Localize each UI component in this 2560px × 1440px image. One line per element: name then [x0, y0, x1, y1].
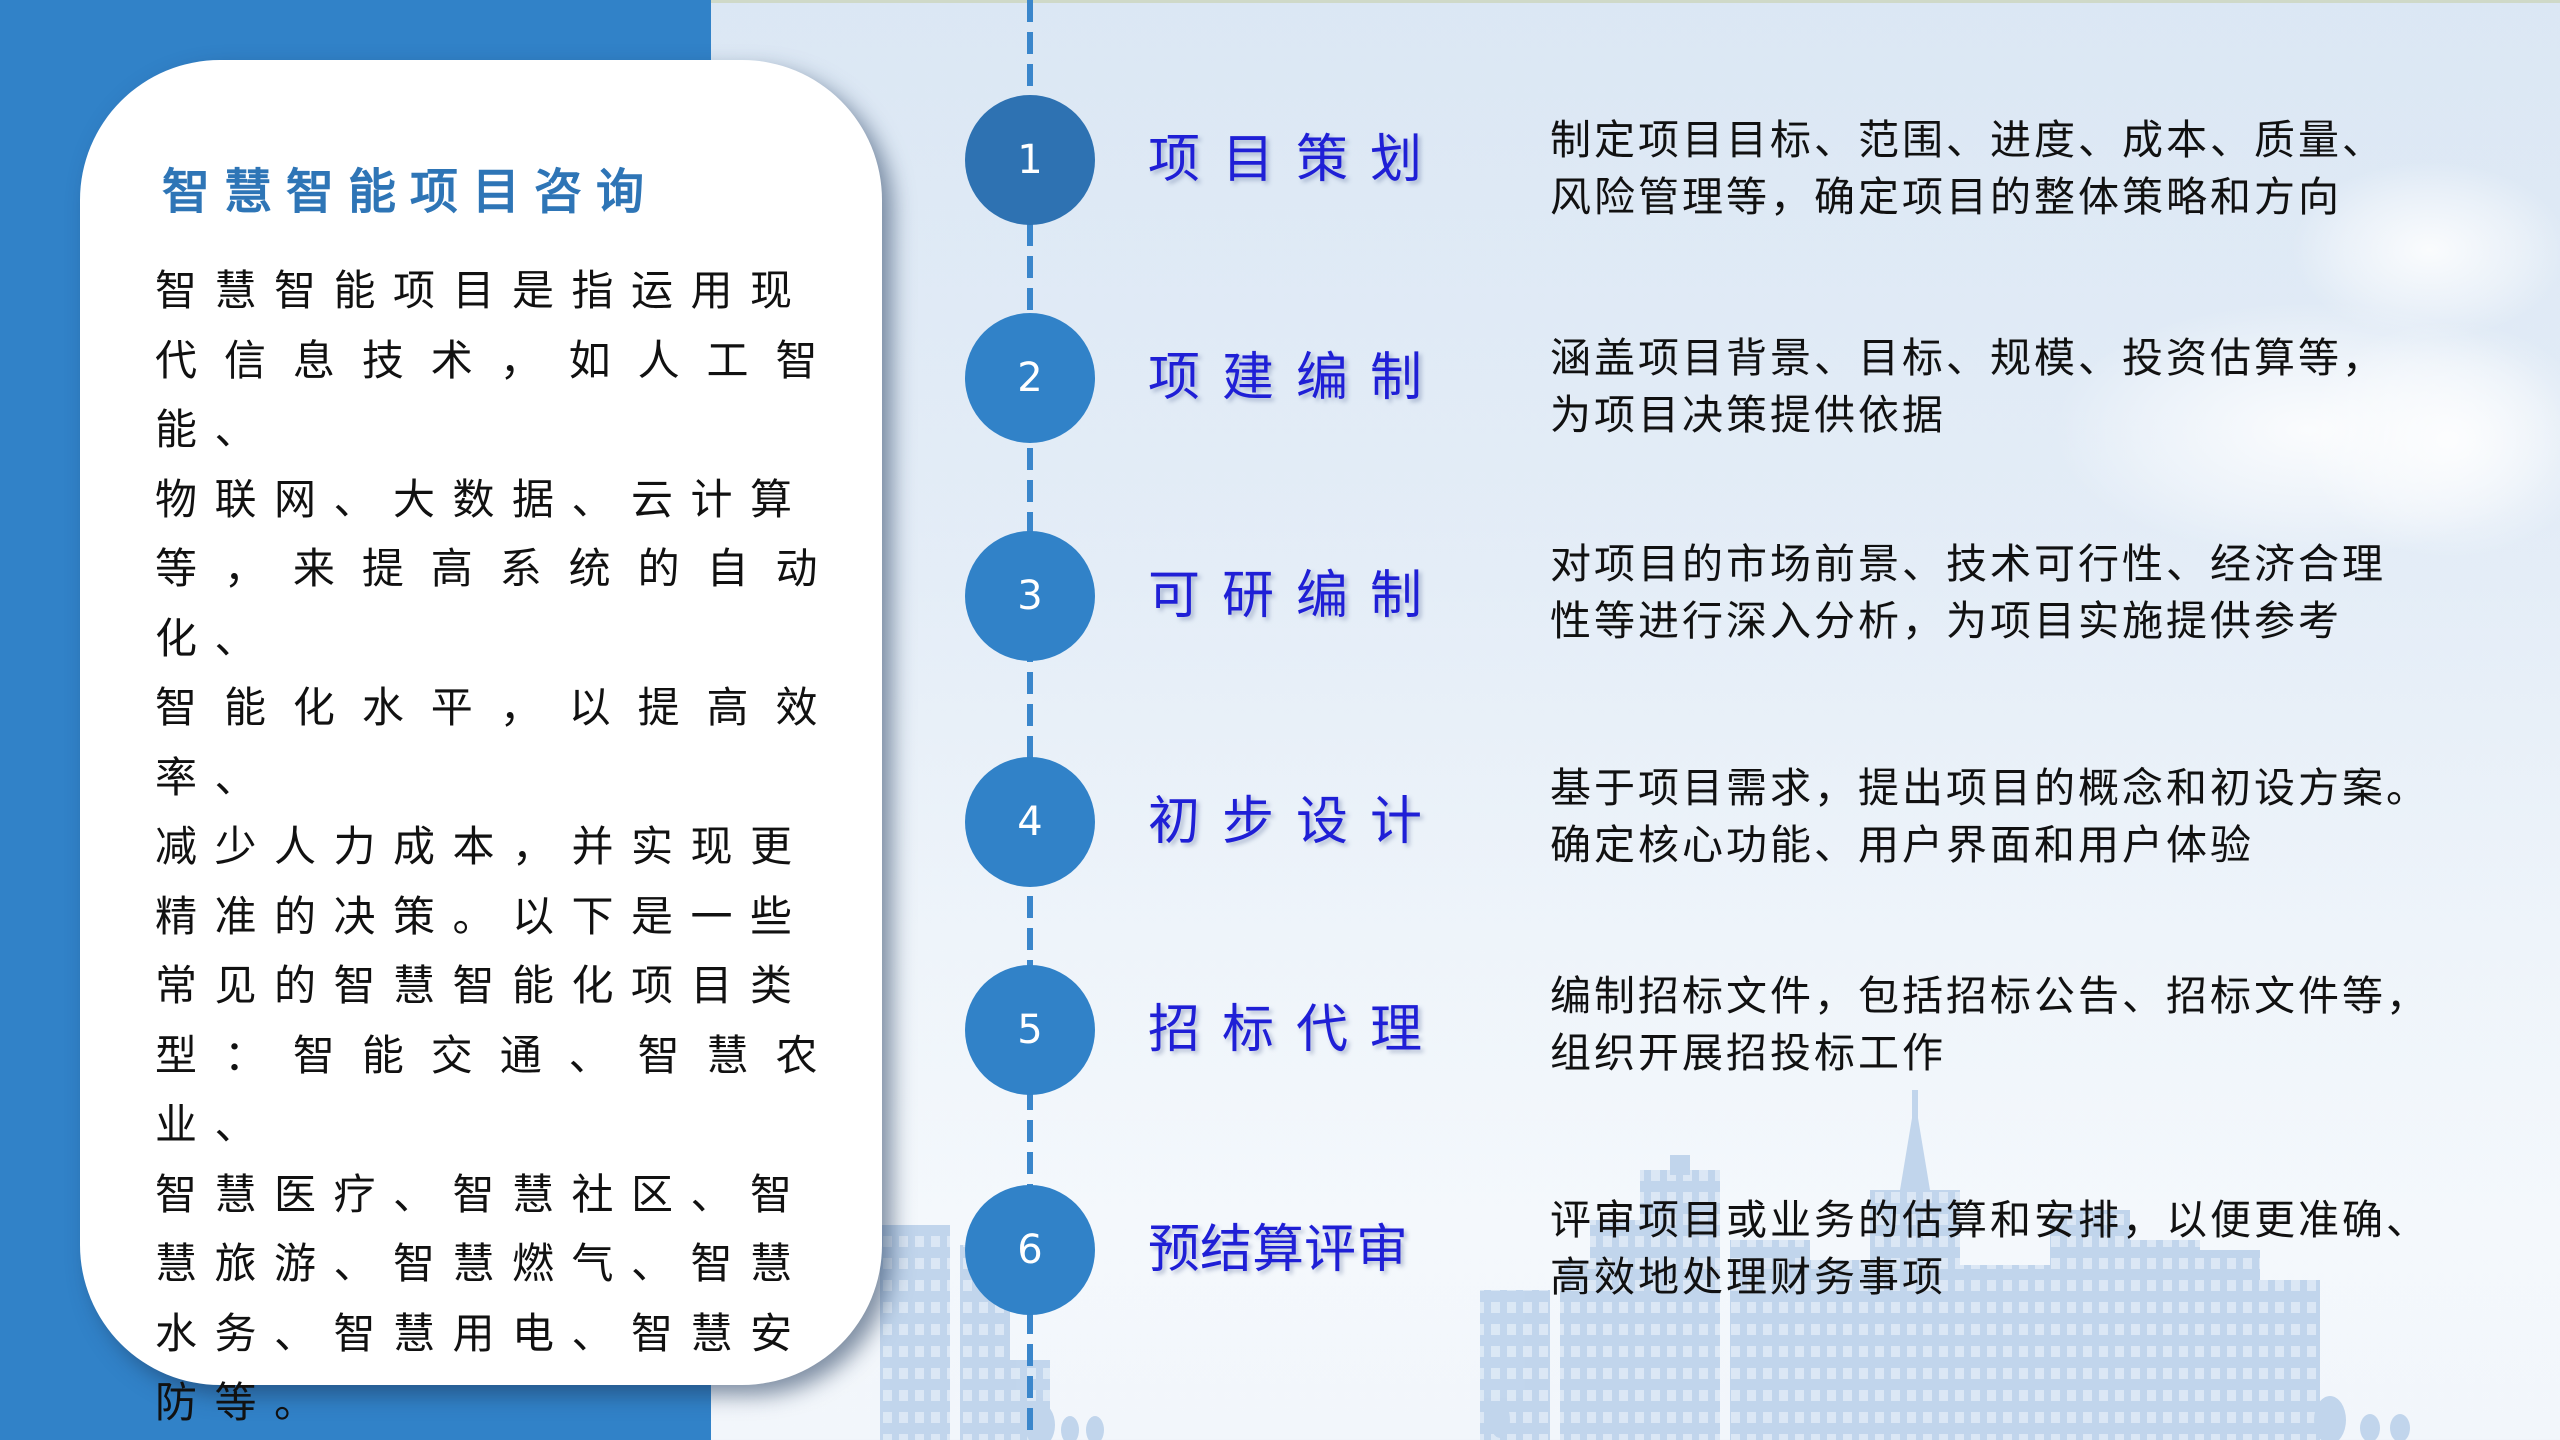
step-number-badge: 4: [965, 757, 1095, 887]
step-description-line: 评审项目或业务的估算和安排，以便更准确、: [1550, 1196, 2430, 1244]
card-body-line: 代信息技术，如人工智能、: [155, 335, 835, 455]
card-body-line: 型：智能交通、智慧农业、: [155, 1030, 835, 1150]
step-description-line: 涵盖项目背景、目标、规模、投资估算等，: [1550, 334, 2386, 382]
timeline-dashed-line: [1027, 0, 1033, 1440]
step-description-line: 制定项目目标、范围、进度、成本、质量、: [1550, 116, 2386, 164]
step-title: 招标代理: [1148, 1000, 1445, 1060]
card-body-line: 智慧智能项目是指运用现: [155, 266, 810, 315]
card-body-text: 智慧智能项目是指运用现 代信息技术，如人工智能、 物联网、大数据、云计算 等，来…: [155, 256, 835, 1438]
step-title: 初步设计: [1148, 792, 1445, 852]
step-description-line: 基于项目需求，提出项目的概念和初设方案。: [1550, 764, 2430, 812]
card-body-line: 水务、智慧用电、智慧安: [155, 1308, 810, 1358]
card-body-line: 物联网、大数据、云计算: [155, 474, 810, 524]
step-number-badge: 6: [965, 1185, 1095, 1315]
step-number-badge: 2: [965, 313, 1095, 443]
step-description-line: 风险管理等，确定项目的整体策略和方向: [1550, 173, 2342, 221]
cloud-decoration: [2300, 320, 2560, 560]
step-description: 基于项目需求，提出项目的概念和初设方案。 确定核心功能、用户界面和用户体验: [1550, 760, 2550, 874]
step-number-badge: 5: [965, 965, 1095, 1095]
step-description: 对项目的市场前景、技术可行性、经济合理 性等进行深入分析，为项目实施提供参考: [1550, 536, 2550, 650]
step-description-line: 为项目决策提供依据: [1550, 391, 1946, 439]
step-description-line: 高效地处理财务事项: [1550, 1253, 1946, 1301]
step-description-line: 对项目的市场前景、技术可行性、经济合理: [1550, 540, 2386, 588]
card-body-line: 等，来提高系统的自动化、: [155, 544, 835, 663]
step-description: 制定项目目标、范围、进度、成本、质量、 风险管理等，确定项目的整体策略和方向: [1550, 112, 2550, 226]
step-number-badge: 3: [965, 531, 1095, 661]
step-description-line: 组织开展招投标工作: [1550, 1029, 1946, 1077]
card-title: 智慧智能项目咨询: [162, 164, 659, 220]
card-body-line: 精准的决策。以下是一些: [155, 891, 810, 941]
step-title: 项目策划: [1148, 130, 1445, 190]
step-description: 涵盖项目背景、目标、规模、投资估算等， 为项目决策提供依据: [1550, 330, 2550, 444]
step-title: 可研编制: [1148, 566, 1445, 626]
card-body-line: 智慧医疗、智慧社区、智: [155, 1169, 810, 1219]
step-description: 编制招标文件，包括招标公告、招标文件等， 组织开展招投标工作: [1550, 968, 2550, 1082]
intro-card: 智慧智能项目咨询 智慧智能项目是指运用现 代信息技术，如人工智能、 物联网、大数…: [80, 60, 882, 1427]
step-description-line: 确定核心功能、用户界面和用户体验: [1550, 821, 2254, 869]
card-body-line: 常见的智慧智能化项目类: [155, 961, 810, 1010]
step-description-line: 性等进行深入分析，为项目实施提供参考: [1550, 597, 2342, 645]
card-body-line: 慧旅游、智慧燃气、智慧: [155, 1239, 810, 1288]
card-body-line: 减少人力成本，并实现更: [155, 822, 810, 871]
step-number-badge: 1: [965, 95, 1095, 225]
step-description-line: 编制招标文件，包括招标公告、招标文件等，: [1550, 972, 2430, 1020]
step-description: 评审项目或业务的估算和安排，以便更准确、 高效地处理财务事项: [1550, 1192, 2550, 1306]
card-body-line: 防等。: [155, 1378, 334, 1427]
top-border: [0, 0, 2560, 3]
step-title: 预结算评审: [1148, 1220, 1409, 1280]
step-title: 项建编制: [1148, 348, 1445, 408]
card-body-line: 智能化水平，以提高效率、: [155, 683, 835, 802]
